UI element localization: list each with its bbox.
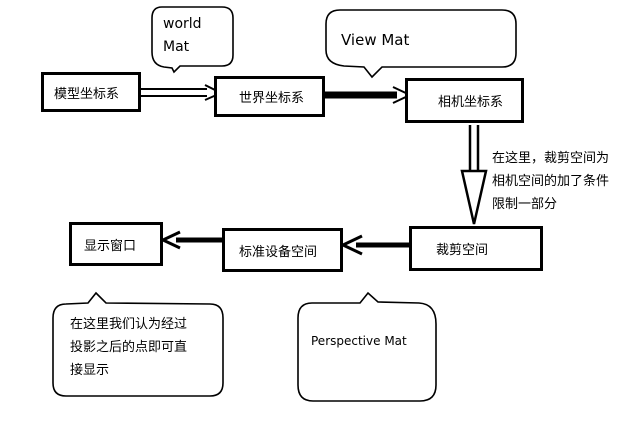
perspective-mat-label: Perspective Mat: [311, 334, 407, 348]
view-mat-text: View Mat: [341, 29, 409, 52]
perspective-mat-text: Perspective Mat: [311, 330, 407, 353]
projection-note-line-2: 投影之后的点即可直: [70, 340, 188, 355]
projection-note-bubble-shape: [52, 291, 224, 397]
clip-note-line-2: 相机空间的加了条件: [492, 174, 610, 189]
clip-note-line-1: 在这里，裁剪空间为: [492, 151, 610, 166]
model-coordinate-label: 模型坐标系: [54, 86, 120, 102]
camera-coordinate-label: 相机坐标系: [438, 95, 504, 110]
arrow-clip-to-ndc: [339, 234, 409, 256]
view-mat-bubble-shape: [325, 9, 517, 79]
arrow-world-to-camera: [325, 86, 413, 104]
projection-note-text: 在这里我们认为经过 投影之后的点即可直 接显示: [70, 313, 187, 382]
ndc-space-box: 标准设备空间: [222, 228, 343, 272]
arrow-camera-to-clip: [460, 125, 488, 225]
clip-space-label: 裁剪空间: [436, 243, 489, 258]
model-coordinate-box: 模型坐标系: [41, 72, 141, 112]
world-coordinate-box: 世界坐标系: [214, 76, 325, 117]
world-coordinate-label: 世界坐标系: [239, 91, 305, 106]
camera-coordinate-box: 相机坐标系: [405, 78, 524, 123]
display-window-box: 显示窗口: [69, 222, 163, 266]
projection-note-line-1: 在这里我们认为经过: [70, 317, 188, 332]
clip-space-box: 裁剪空间: [409, 226, 543, 271]
perspective-mat-bubble-shape: [297, 291, 437, 402]
clip-space-note: 在这里，裁剪空间为 相机空间的加了条件 限制一部分: [492, 147, 609, 216]
display-window-label: 显示窗口: [84, 238, 137, 254]
arrow-model-to-world: [141, 84, 224, 101]
arrow-ndc-to-display: [159, 230, 222, 250]
world-mat-line-1: world: [163, 16, 202, 32]
world-mat-bubble-shape: [151, 6, 234, 74]
world-mat-line-2: Mat: [163, 39, 190, 55]
clip-note-line-3: 限制一部分: [492, 197, 558, 212]
ndc-space-label: 标准设备空间: [239, 244, 318, 260]
world-mat-text: world Mat: [163, 13, 202, 59]
projection-note-line-3: 接显示: [70, 363, 110, 378]
view-mat-label: View Mat: [341, 31, 410, 49]
